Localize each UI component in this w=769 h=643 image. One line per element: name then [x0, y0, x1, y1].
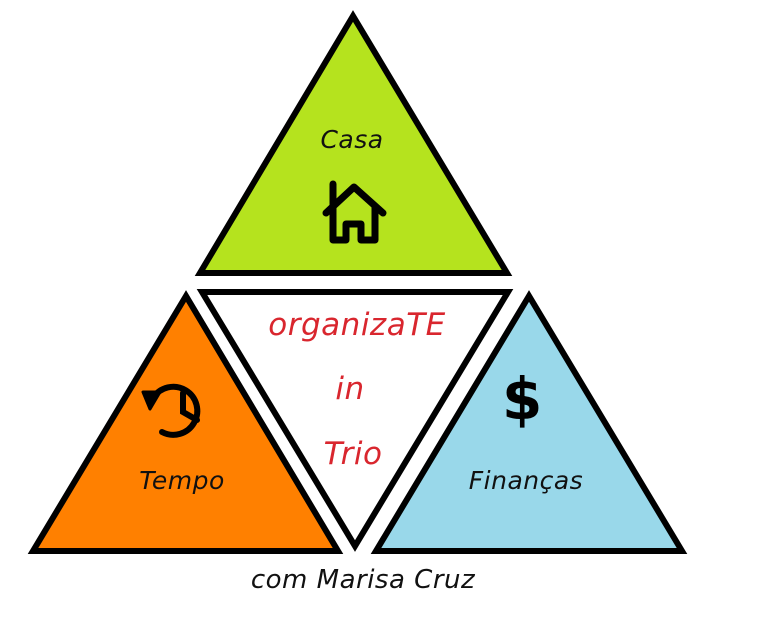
footer-author: com Marisa Cruz	[250, 565, 476, 595]
dollar-sign-icon: $	[502, 365, 543, 433]
center-inverted-triangle	[196, 289, 514, 552]
casa-triangle	[194, 10, 513, 276]
tempo-triangle	[27, 290, 344, 554]
clock-history-icon	[141, 383, 201, 438]
title-line-2: in	[335, 371, 365, 407]
tempo-label: Tempo	[139, 466, 225, 495]
title-line-3: Trio	[323, 436, 383, 472]
title-line-1: organizaTE	[268, 307, 446, 343]
financas-triangle	[370, 290, 688, 554]
casa-label: Casa	[320, 125, 384, 154]
house-icon	[322, 180, 387, 244]
financas-label: Finanças	[468, 466, 584, 495]
